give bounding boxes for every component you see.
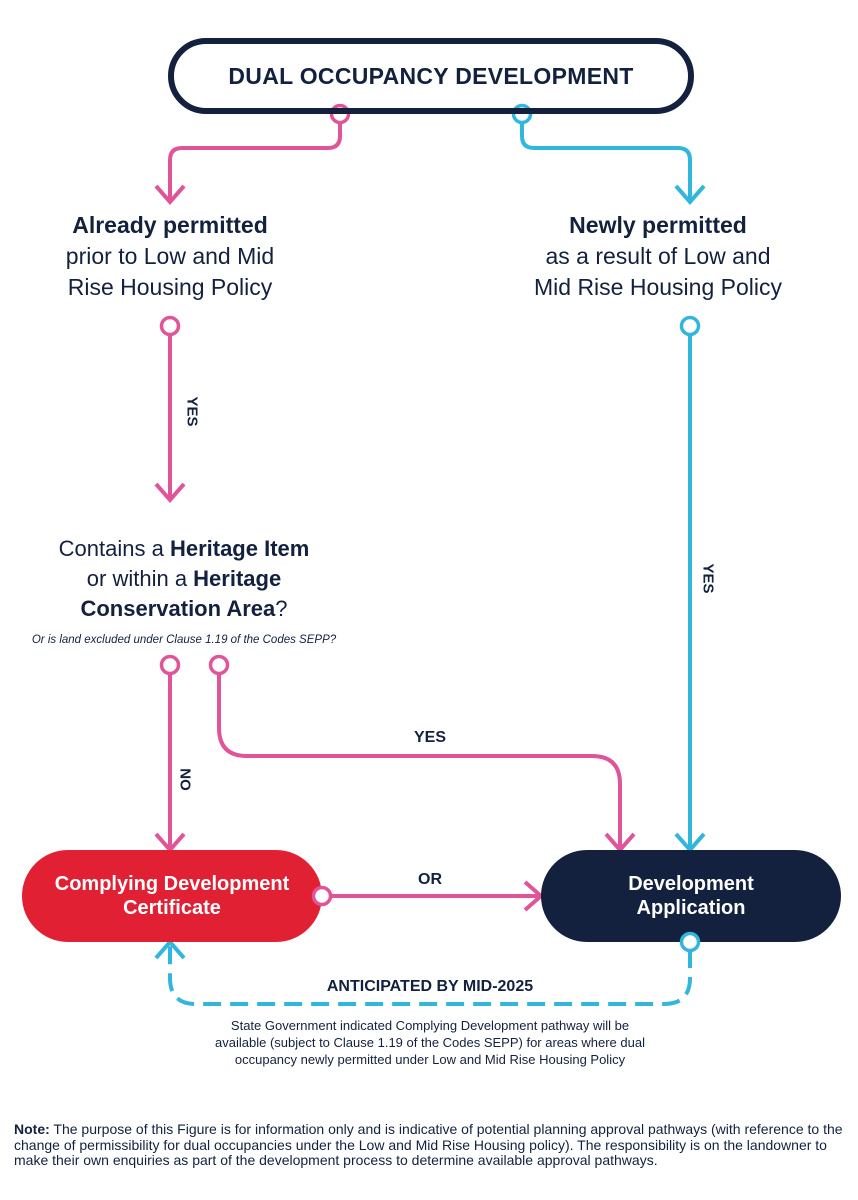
arrowhead-newly bbox=[674, 184, 706, 206]
connector-da-to-cdc-anticipated bbox=[168, 946, 692, 1006]
already-permitted-block: Already permitted prior to Low and Mid R… bbox=[20, 210, 320, 303]
footnote: Note: The purpose of this Figure is for … bbox=[14, 1121, 846, 1169]
heritage-bold-2: Heritage bbox=[193, 566, 282, 591]
newly-permitted-line2: Mid Rise Housing Policy bbox=[534, 274, 782, 300]
connector-node-heritage-no bbox=[159, 654, 181, 676]
newly-permitted-heading: Newly permitted bbox=[569, 212, 747, 238]
label-heritage-yes: YES bbox=[413, 729, 446, 746]
arrowhead-already bbox=[154, 184, 186, 206]
cdc-line2: Certificate bbox=[123, 897, 221, 919]
heritage-text-2: or within a bbox=[86, 566, 194, 591]
connector-node-already bbox=[159, 315, 181, 337]
footnote-label: Note: bbox=[14, 1121, 50, 1137]
da-line1: Development bbox=[628, 873, 754, 895]
connector-node-heritage-yes bbox=[208, 654, 230, 676]
connector-heritage-yes-to-da bbox=[217, 673, 622, 848]
state-note-line3: occupancy newly permitted under Low and … bbox=[234, 1052, 626, 1067]
label-or: OR bbox=[418, 871, 442, 888]
label-anticipated: ANTICIPATED BY MID-2025 bbox=[326, 978, 534, 995]
state-government-note: State Government indicated Complying Dev… bbox=[150, 1017, 710, 1068]
connector-top-to-newly bbox=[520, 114, 692, 200]
heritage-question-mark: ? bbox=[275, 596, 288, 621]
already-permitted-line2: Rise Housing Policy bbox=[67, 274, 273, 300]
state-note-line2: available (subject to Clause 1.19 of the… bbox=[215, 1035, 645, 1050]
footnote-text: The purpose of this Figure is for inform… bbox=[14, 1121, 843, 1168]
heritage-conservation-bold: Conservation Area bbox=[80, 596, 276, 621]
heritage-item-bold: Heritage Item bbox=[169, 536, 310, 561]
development-application: Development Application bbox=[541, 850, 841, 942]
heritage-question: Contains a Heritage Item or within a Her… bbox=[0, 534, 368, 624]
newly-permitted-block: Newly permitted as a result of Low and M… bbox=[508, 210, 808, 303]
arrowhead-heritage bbox=[154, 482, 186, 504]
heritage-subtext: Or is land excluded under Clause 1.19 of… bbox=[31, 634, 337, 646]
top-title: DUAL OCCUPANCY DEVELOPMENT bbox=[168, 38, 694, 114]
label-left-yes: YES bbox=[183, 396, 201, 427]
state-note-line1: State Government indicated Complying Dev… bbox=[230, 1018, 630, 1033]
label-right-yes: YES bbox=[699, 563, 717, 594]
heritage-text-1: Contains a bbox=[58, 536, 170, 561]
cdc-line1: Complying Development bbox=[54, 873, 290, 895]
connector-top-to-already bbox=[168, 114, 342, 200]
connector-node-newly bbox=[679, 315, 701, 337]
already-permitted-line1: prior to Low and Mid bbox=[65, 243, 275, 269]
label-heritage-no: NO bbox=[176, 768, 194, 791]
complying-development-certificate: Complying Development Certificate bbox=[22, 850, 322, 942]
already-permitted-heading: Already permitted bbox=[72, 212, 268, 238]
newly-permitted-line1: as a result of Low and bbox=[545, 243, 771, 269]
arrowhead-cdc-anticipated bbox=[154, 938, 186, 960]
da-line2: Application bbox=[636, 897, 746, 919]
